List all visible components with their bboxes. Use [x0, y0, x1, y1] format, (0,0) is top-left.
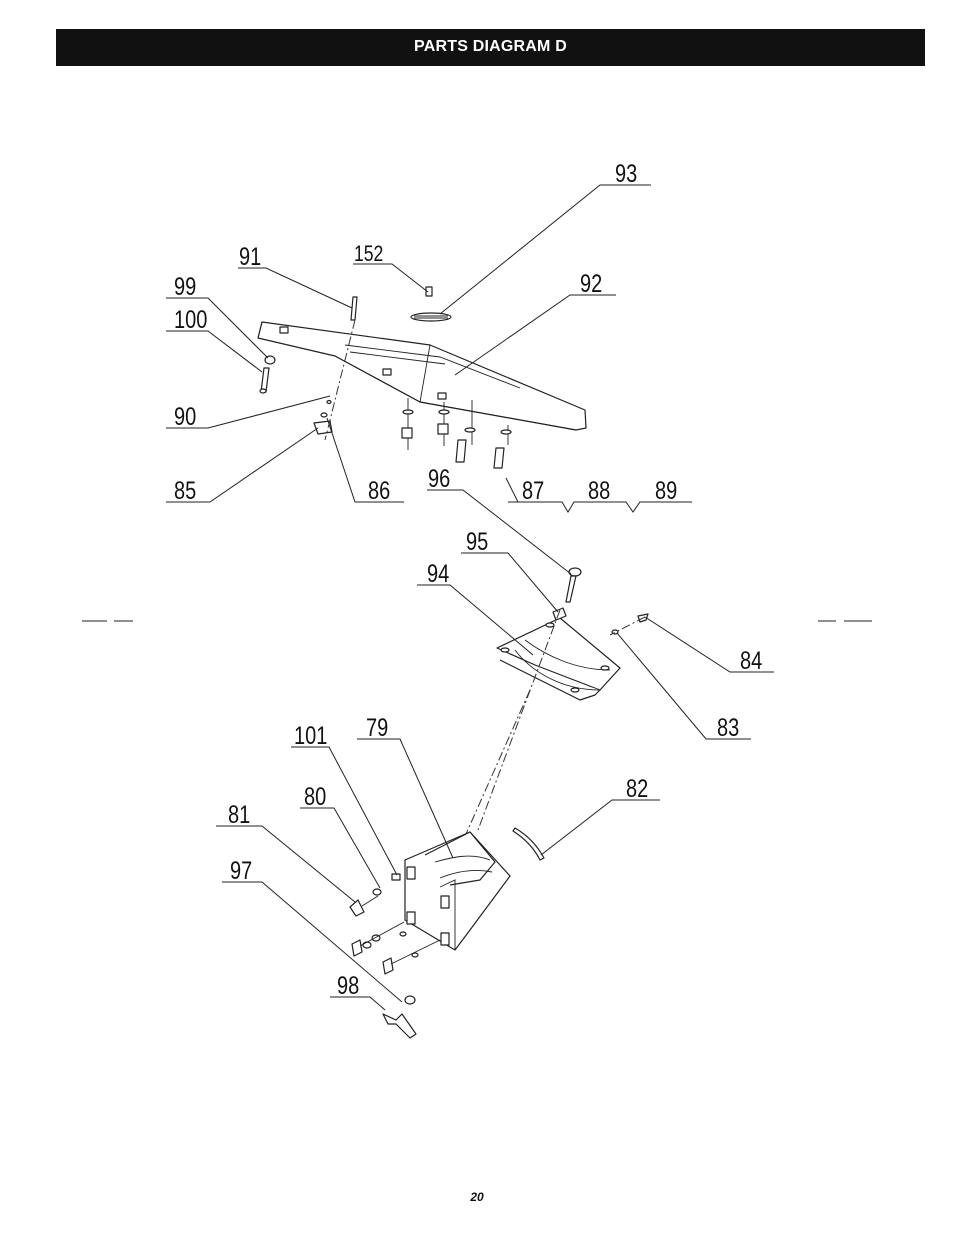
fasteners-87-89-part [401, 398, 512, 469]
bolt-96-95-part [552, 567, 582, 621]
page-title: PARTS DIAGRAM D [414, 38, 567, 55]
callout-86: 86 [368, 477, 390, 505]
callout-83: 83 [717, 714, 739, 742]
page-number: 20 [470, 1190, 484, 1204]
table-top-part [257, 321, 587, 431]
leader-lines [166, 184, 774, 1011]
callout-99: 99 [174, 273, 196, 301]
callout-98: 98 [337, 972, 359, 1000]
wing-knob-98-part [382, 1013, 417, 1039]
callout-94: 94 [427, 560, 449, 588]
bolt-washer-99-100-part [259, 355, 276, 394]
callout-97: 97 [230, 857, 252, 885]
callout-88: 88 [588, 477, 610, 505]
callout-87: 87 [522, 477, 544, 505]
callout-93: 93 [615, 160, 637, 188]
small-screw-152-part [425, 286, 433, 297]
pointer-plate-part [410, 312, 452, 322]
callout-82: 82 [626, 775, 648, 803]
callout-84: 84 [740, 647, 762, 675]
callout-89: 89 [655, 477, 677, 505]
callout-92: 92 [580, 270, 602, 298]
rubber-strip-82-part [512, 827, 545, 861]
pin-91-part [350, 296, 358, 321]
callout-100: 100 [174, 306, 207, 334]
callout-81: 81 [228, 801, 250, 829]
callout-95: 95 [466, 528, 488, 556]
callout-79: 79 [366, 714, 388, 742]
bolts-80-81-97-part [349, 873, 441, 1005]
callout-101: 101 [294, 722, 327, 750]
trunnion-94-part [496, 617, 621, 701]
callout-80: 80 [304, 783, 326, 811]
callout-85: 85 [174, 477, 196, 505]
callout-90: 90 [174, 403, 196, 431]
callout-96: 96 [428, 465, 450, 493]
bracket-79-part [404, 831, 511, 951]
header-bar: PARTS DIAGRAM D [56, 29, 925, 66]
callout-91: 91 [239, 243, 261, 271]
callout-152: 152 [354, 242, 383, 266]
